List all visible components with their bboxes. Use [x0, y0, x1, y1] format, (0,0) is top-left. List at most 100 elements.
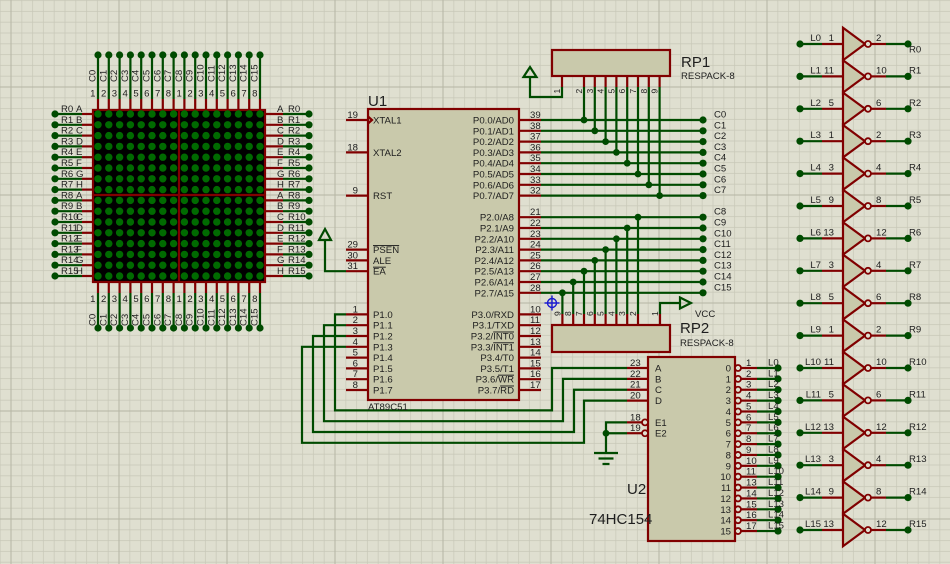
inverter-gate[interactable]: [841, 155, 867, 192]
led-bottom-terminal-C6[interactable]: [159, 324, 167, 332]
inverter-gate[interactable]: [841, 349, 867, 387]
led-top-terminal-C8[interactable]: [180, 51, 188, 59]
terminal-L5[interactable]: [774, 418, 782, 426]
led-top-terminal-C4[interactable]: [137, 51, 145, 59]
inverter-gate[interactable]: [841, 252, 867, 290]
terminal-C7[interactable]: [699, 192, 707, 200]
led-right-terminal-R10[interactable]: [305, 218, 313, 226]
led-bottom-terminal-C15[interactable]: [256, 324, 264, 332]
inverter-gate[interactable]: [841, 284, 867, 322]
junction-dot[interactable]: [623, 224, 631, 232]
power-terminal-arrow-icon[interactable]: [678, 295, 694, 311]
junction-dot[interactable]: [623, 159, 631, 167]
led-right-terminal-R3[interactable]: [305, 142, 313, 150]
inverter-gate[interactable]: [841, 122, 867, 160]
terminal-C11[interactable]: [699, 246, 707, 254]
terminal-C6[interactable]: [699, 181, 707, 189]
inverter-gate[interactable]: [841, 220, 867, 257]
terminal-L8[interactable]: [774, 451, 782, 459]
led-bottom-terminal-C8[interactable]: [180, 324, 188, 332]
inverter-output-terminal-R2[interactable]: [904, 105, 912, 113]
junction-dot[interactable]: [634, 170, 642, 178]
led-right-terminal-R0[interactable]: [305, 110, 313, 118]
led-bottom-terminal-C9[interactable]: [191, 324, 199, 332]
junction-dot[interactable]: [559, 289, 566, 297]
terminal-L13[interactable]: [774, 505, 782, 513]
terminal-C1[interactable]: [699, 127, 707, 135]
led-bottom-terminal-C4[interactable]: [137, 324, 145, 332]
inverter-output-terminal-R6[interactable]: [904, 234, 912, 242]
led-top-terminal-C5[interactable]: [148, 51, 156, 59]
inverter-gate[interactable]: [841, 414, 867, 452]
terminal-L6[interactable]: [774, 429, 782, 437]
junction-dot[interactable]: [613, 235, 620, 243]
junction-dot[interactable]: [602, 429, 610, 437]
rp2-body[interactable]: [550, 323, 672, 354]
inverter-gate[interactable]: [841, 25, 867, 63]
terminal-L14[interactable]: [774, 516, 782, 524]
junction-dot[interactable]: [602, 138, 609, 146]
led-matrix-16x16[interactable]: 1C01C02C12C13C23C24C34C35C45C46C56C57C67…: [51, 51, 313, 332]
led-top-terminal-C13[interactable]: [234, 51, 242, 59]
led-top-terminal-C1[interactable]: [105, 51, 113, 59]
junction-dot[interactable]: [656, 192, 663, 200]
terminal-L12[interactable]: [774, 494, 782, 503]
junction-dot[interactable]: [613, 149, 620, 156]
inverter-gate[interactable]: [841, 446, 867, 484]
inverter-output-terminal-R11[interactable]: [904, 396, 912, 404]
led-top-terminal-C15[interactable]: [256, 51, 264, 59]
junction-dot[interactable]: [580, 267, 588, 275]
led-bottom-terminal-C14[interactable]: [245, 324, 253, 332]
led-right-terminal-R7[interactable]: [305, 186, 313, 194]
led-top-terminal-C11[interactable]: [213, 51, 221, 59]
terminal-C13[interactable]: [699, 267, 707, 275]
led-right-terminal-R4[interactable]: [305, 153, 313, 161]
junction-dot[interactable]: [580, 116, 588, 124]
led-bottom-terminal-C1[interactable]: [105, 324, 113, 332]
inverter-output-terminal-R8[interactable]: [904, 299, 912, 307]
inverter-gate[interactable]: [841, 90, 867, 128]
led-right-terminal-R13[interactable]: [305, 250, 313, 258]
terminal-L0[interactable]: [774, 364, 782, 372]
led-top-terminal-C6[interactable]: [159, 51, 167, 59]
led-top-terminal-C3[interactable]: [126, 51, 134, 59]
inverter-output-terminal-R0[interactable]: [904, 40, 912, 48]
led-right-terminal-R14[interactable]: [305, 261, 313, 269]
led-right-terminal-R12[interactable]: [305, 240, 313, 248]
junction-dot[interactable]: [645, 181, 653, 189]
inverter-output-terminal-R10[interactable]: [904, 364, 912, 372]
terminal-C2[interactable]: [699, 138, 707, 146]
u2-body[interactable]: [646, 355, 737, 543]
terminal-L11[interactable]: [774, 483, 782, 492]
led-right-terminal-R6[interactable]: [305, 175, 313, 183]
terminal-L4[interactable]: [774, 407, 782, 416]
inverter-output-terminal-R9[interactable]: [904, 332, 912, 340]
led-right-terminal-R9[interactable]: [305, 207, 313, 215]
led-top-terminal-C9[interactable]: [191, 51, 199, 59]
led-right-terminal-R1[interactable]: [305, 121, 313, 129]
inverter-output-terminal-R13[interactable]: [904, 461, 912, 469]
led-bottom-terminal-C2[interactable]: [116, 324, 124, 332]
junction-dot[interactable]: [569, 278, 577, 286]
u1-body[interactable]: [366, 107, 521, 402]
rp1-body[interactable]: [550, 48, 672, 78]
inverter-gate[interactable]: [841, 479, 867, 516]
terminal-C9[interactable]: [699, 224, 707, 232]
led-right-terminal-R8[interactable]: [305, 196, 313, 204]
terminal-L3[interactable]: [774, 397, 782, 405]
led-bottom-terminal-C5[interactable]: [148, 324, 156, 332]
terminal-C4[interactable]: [699, 159, 707, 167]
inverter-output-terminal-R12[interactable]: [904, 429, 912, 437]
led-top-terminal-C10[interactable]: [202, 51, 210, 59]
terminal-C12[interactable]: [699, 256, 707, 264]
led-bottom-terminal-C7[interactable]: [170, 324, 178, 332]
inverter-gate[interactable]: [841, 187, 867, 225]
terminal-L7[interactable]: [774, 440, 782, 448]
led-bottom-terminal-C3[interactable]: [126, 324, 134, 332]
led-top-terminal-C14[interactable]: [245, 51, 253, 59]
terminal-C5[interactable]: [699, 170, 707, 178]
led-right-terminal-R5[interactable]: [305, 164, 313, 172]
